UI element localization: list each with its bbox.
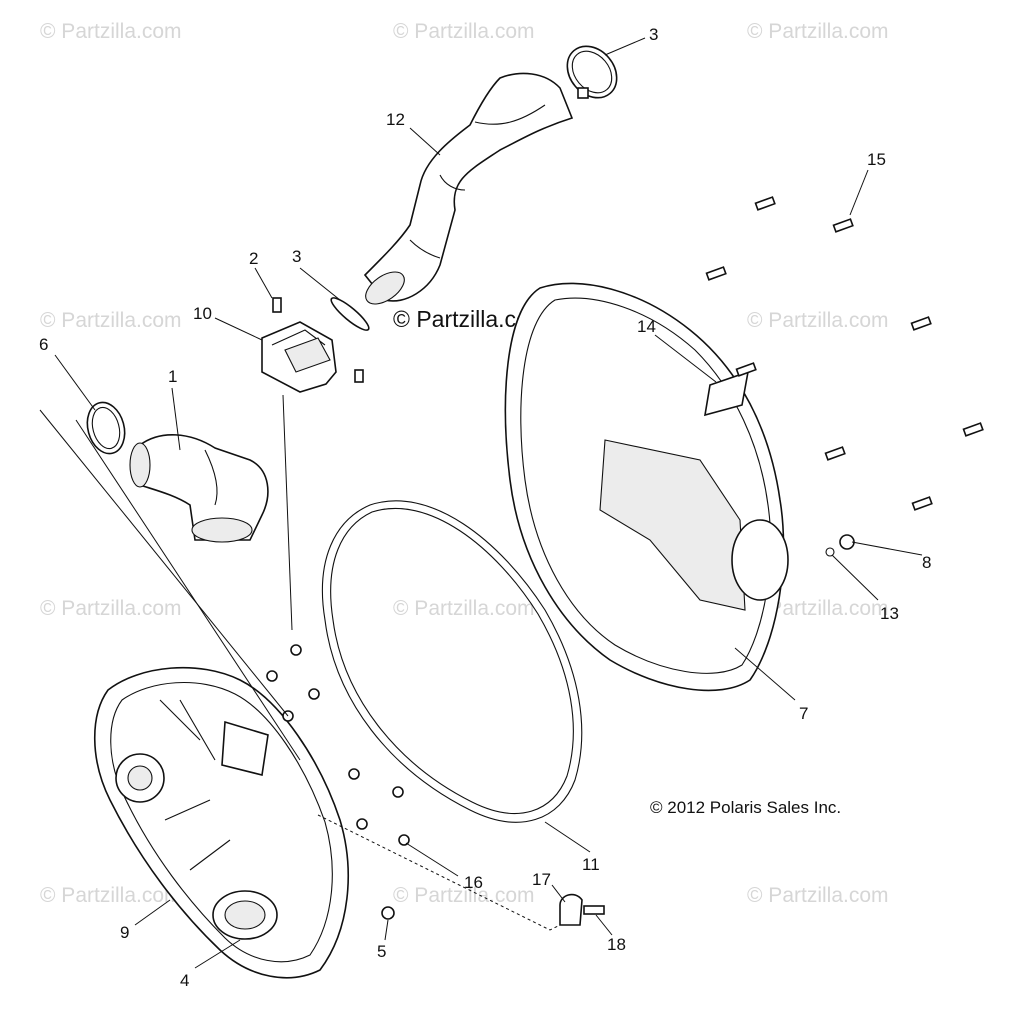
outer-clutch-cover — [93, 666, 349, 979]
callout-4: 4 — [180, 971, 189, 990]
watermark: © Partzilla.com — [393, 20, 535, 43]
leader-lines — [39, 37, 923, 969]
callout-9: 9 — [120, 923, 129, 942]
drive-belt — [321, 500, 583, 823]
screws-15 — [705, 196, 984, 511]
hose-clamp-middle — [330, 297, 370, 331]
callout-7: 7 — [799, 704, 808, 723]
watermark: © Partzilla.com — [747, 309, 889, 332]
callout-13: 13 — [880, 604, 899, 623]
watermark: © Partzilla.com — [40, 884, 182, 907]
watermark: © Partzilla.com — [393, 597, 535, 620]
watermark: © Partzilla.com — [393, 884, 535, 907]
inner-clutch-cover — [504, 282, 789, 692]
callout-12: 12 — [386, 110, 405, 129]
copyright-notice: © 2012 Polaris Sales Inc. — [650, 798, 841, 817]
clip-17 — [559, 893, 583, 926]
elbow-duct — [129, 434, 269, 543]
callout-15: 15 — [867, 150, 886, 169]
nut-5 — [381, 906, 395, 920]
callout-labels: 1 2 3 3 4 5 6 7 8 9 10 11 12 13 14 15 16… — [39, 25, 931, 990]
watermark: © Partzilla.com — [40, 309, 182, 332]
callout-16: 16 — [464, 873, 483, 892]
callout-11: 11 — [582, 855, 600, 874]
callout-18: 18 — [607, 935, 626, 954]
watermark: © Partzilla.com — [747, 20, 889, 43]
callout-1: 1 — [168, 367, 177, 386]
watermark: © Partzilla.com — [747, 597, 889, 620]
hose-clamp-top — [566, 45, 618, 99]
intake-adapter — [261, 321, 337, 393]
callout-6: 6 — [39, 335, 48, 354]
callout-17: 17 — [532, 870, 551, 889]
plug-8 — [825, 534, 855, 557]
callout-8: 8 — [922, 553, 931, 572]
callout-14: 14 — [637, 317, 656, 336]
watermark-grid: © Partzilla.com © Partzilla.com © Partzi… — [40, 20, 889, 907]
callout-2: 2 — [249, 249, 258, 268]
screw-2 — [272, 297, 364, 383]
callout-3: 3 — [649, 25, 658, 44]
callout-5: 5 — [377, 942, 386, 961]
decal-14 — [704, 370, 750, 417]
hose-clamp-left — [86, 401, 126, 455]
watermark: © Partzilla.com — [40, 597, 182, 620]
callout-3: 3 — [292, 247, 301, 266]
bolt-18 — [583, 905, 605, 915]
watermark: © Partzilla.com — [747, 884, 889, 907]
intake-duct — [363, 72, 574, 305]
callout-10: 10 — [193, 304, 212, 323]
watermark: © Partzilla.com — [40, 20, 182, 43]
